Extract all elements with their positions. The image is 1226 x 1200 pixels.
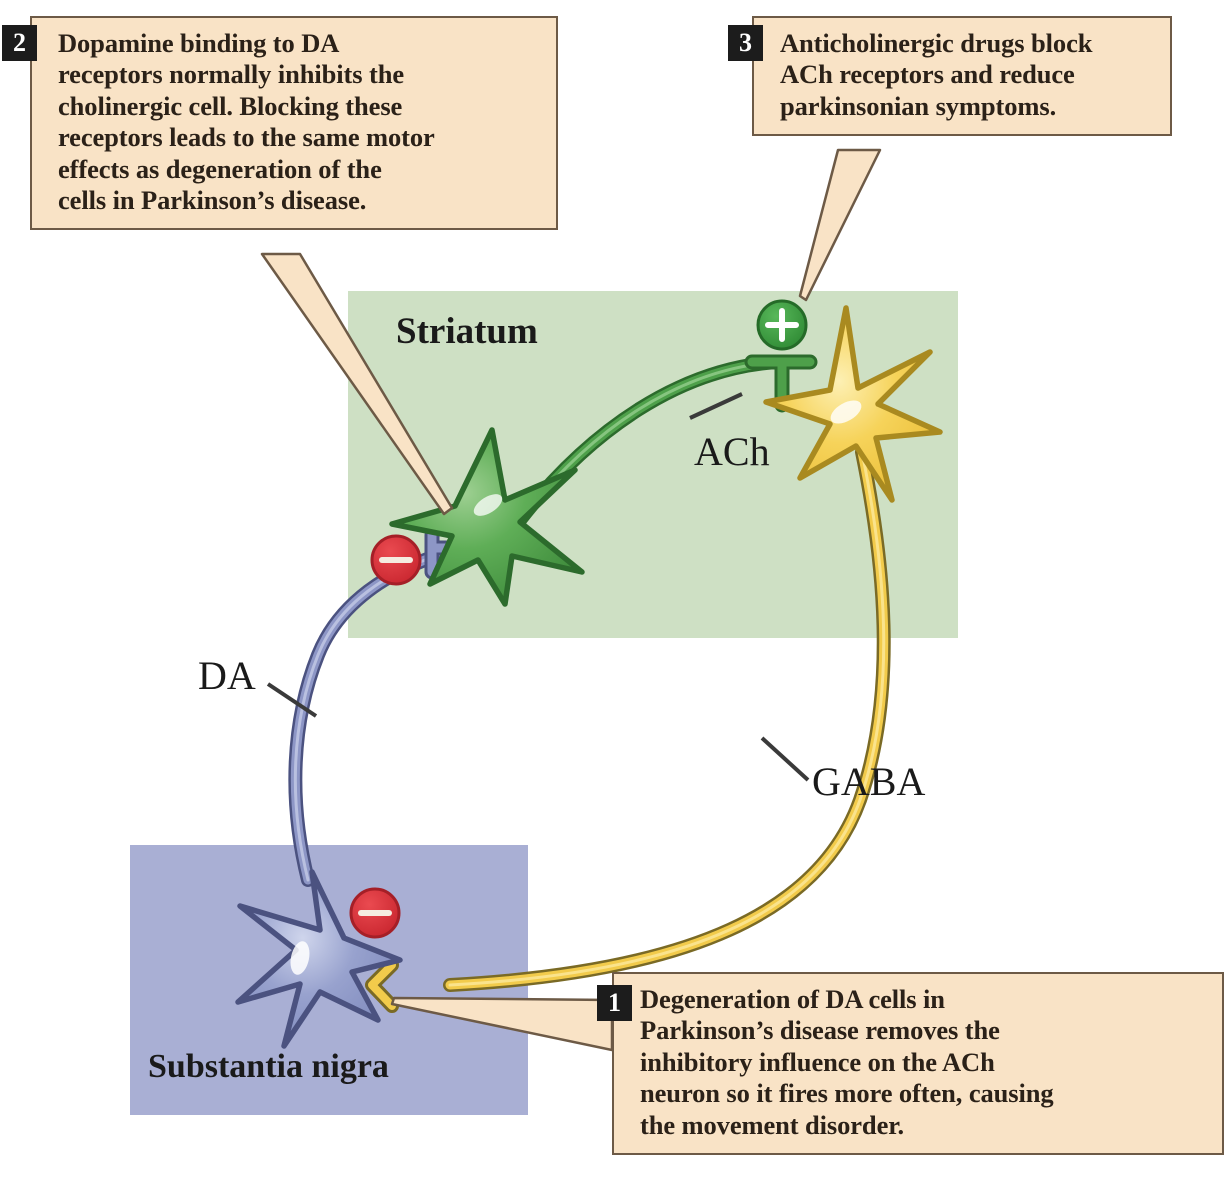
callout-2-number-badge: 2 [2,25,37,61]
callout-2-line: Dopamine binding to DA [58,28,340,58]
callout-2-line: effects as degeneration of the [58,153,382,184]
inhibitory-gaba-terminal [365,958,399,1013]
gaba-leader-line [760,736,810,782]
callout-1-line: the movement disorder. [640,1109,904,1140]
callout-1-line: Parkinson’s disease removes the [640,1015,1000,1046]
striatum-label: Striatum [396,311,538,352]
callout-box-1: Degeneration of DA cells in Parkinson’s … [612,972,1224,1155]
striatum-region-box [348,291,958,638]
callout-1-number-badge: 1 [597,985,632,1021]
callout-2-line: cholinergic cell. Blocking these [58,90,403,121]
da-label: DA [198,653,256,698]
inhibitory-minus-icon-striatum [370,534,422,586]
ach-label: ACh [694,429,770,474]
ach-leader-line [689,392,743,420]
callout-2-line: receptors normally inhibits the [58,59,405,90]
inhibitory-minus-icon-nigra [349,887,401,939]
callout-box-2: Dopamine binding to DA receptors normall… [30,16,558,231]
callout-1-line: inhibitory influence on the ACh [640,1046,995,1077]
substantia-nigra-label: Substantia nigra [148,1048,389,1085]
callout-3-line: ACh receptors and reduce [780,59,1075,90]
callout-1-line: Degeneration of DA cells in [640,984,945,1014]
excitatory-plus-icon [756,299,808,351]
gaba-axon [443,445,891,992]
callout-3-line: Anticholinergic drugs block [780,28,1093,58]
callout-2-pointer [260,252,454,516]
callout-3-line: parkinsonian symptoms. [780,90,1057,121]
da-neuron [235,869,403,1049]
callout-3-number-badge: 3 [728,25,763,61]
da-leader-line [266,682,318,718]
callout-1-line: neuron so it fires more often, causing [640,1078,1054,1109]
gaba-label: GABA [812,759,926,804]
callout-2-line: receptors leads to the same motor [58,122,435,153]
callout-box-3: Anticholinergic drugs block ACh receptor… [752,16,1172,137]
callout-3-pointer [798,148,882,302]
striatal-gaba-neuron [389,427,585,607]
cholinergic-neuron [763,305,943,503]
callout-2-line: cells in Parkinson’s disease. [58,184,367,215]
